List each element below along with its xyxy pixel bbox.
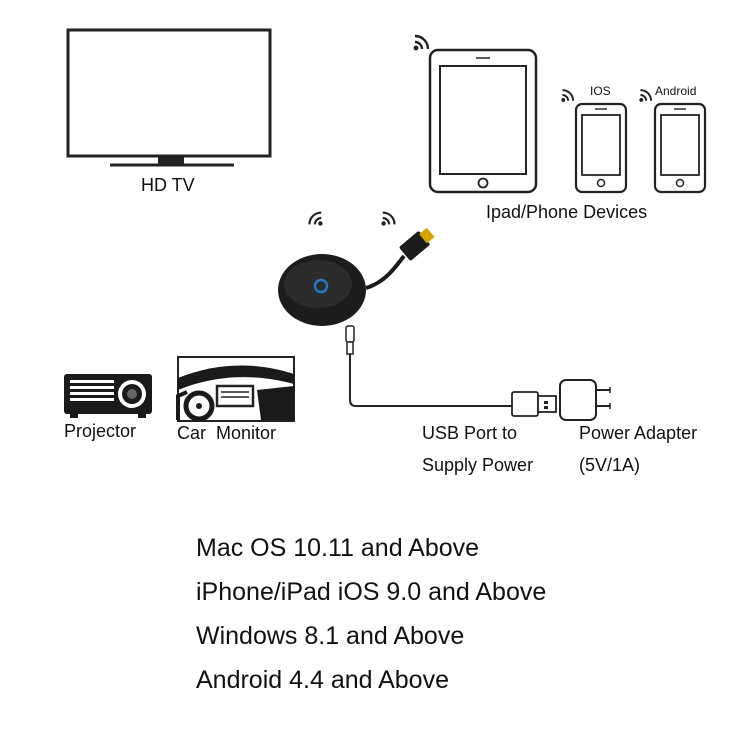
wifi-icon [561, 89, 575, 102]
wifi-icon [381, 211, 396, 226]
wifi-icon [413, 34, 430, 51]
usb-label-line2: Supply Power [422, 455, 534, 475]
usb-label-line1: USB Port to [422, 423, 518, 443]
power-label-line1: Power Adapter [579, 423, 698, 443]
phone-icon [653, 102, 707, 194]
projector-label: Projector [64, 421, 137, 441]
wifi-icon [308, 211, 323, 226]
compat-item: Mac OS 10.11 and Above [196, 534, 480, 562]
projector-icon [64, 374, 152, 418]
usb-cable [345, 325, 512, 407]
compat-item: iPhone/iPad iOS 9.0 and Above [196, 578, 547, 606]
hdmi-dongle-icon [278, 227, 435, 326]
phone-icon [574, 102, 628, 194]
car-monitor-label: Car Monitor [177, 423, 277, 443]
android-label: Android [655, 84, 697, 98]
ios-label: IOS [590, 84, 611, 98]
usb-plug-icon [511, 391, 557, 417]
ipad-phone-label: Ipad/Phone Devices [486, 202, 648, 222]
compat-item: Android 4.4 and Above [196, 666, 449, 694]
wifi-icon [639, 89, 653, 102]
power-label-line2: (5V/1A) [579, 455, 641, 475]
tablet-icon [428, 48, 538, 194]
tv-icon [66, 28, 272, 167]
car-dashboard-icon [176, 356, 295, 422]
power-adapter-icon [559, 379, 611, 421]
tv-label: HD TV [141, 175, 195, 195]
compat-item: Windows 8.1 and Above [196, 622, 465, 650]
